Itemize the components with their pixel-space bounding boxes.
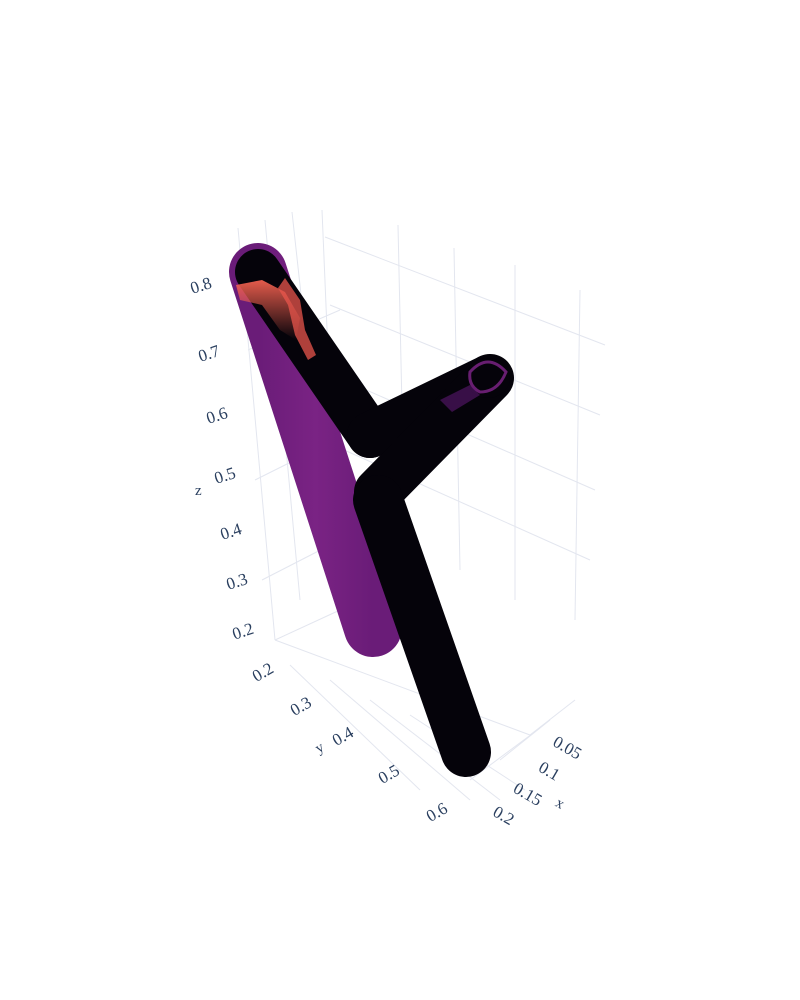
z-tick-label: 0.7 (196, 341, 223, 366)
x-tick-label: 0.1 (535, 757, 563, 784)
x-tick-label: 0.05 (550, 732, 585, 763)
z-tick-label: 0.3 (224, 569, 250, 594)
x-axis-ticks: 0.05 0.1 0.15 0.2 (490, 732, 585, 829)
y-tick-label: 0.5 (375, 761, 403, 788)
z-tick-label: 0.8 (188, 273, 214, 298)
y-tick-label: 0.6 (423, 799, 451, 826)
purple-cap (466, 358, 510, 398)
z-axis-ticks: 0.2 0.3 0.4 0.5 0.6 0.7 0.8 (188, 273, 256, 643)
x-tick-label: 0.2 (490, 802, 518, 829)
x-axis-title: x (553, 795, 568, 813)
y-tick-label: 0.2 (249, 659, 277, 686)
orange-edge (278, 278, 316, 360)
y-tick-label: 0.4 (329, 722, 357, 749)
z-tick-label: 0.2 (230, 619, 256, 644)
purple-speckle (440, 385, 480, 412)
z-tick-label: 0.5 (212, 463, 238, 488)
purple-cap-ring (468, 360, 508, 394)
y-tick-label: 0.3 (287, 693, 315, 720)
z-tick-label: 0.6 (204, 403, 230, 428)
tube-black-lower (353, 475, 491, 777)
y-axis-title: y (313, 739, 328, 757)
z-axis-title: z (195, 483, 202, 499)
data-tubes (229, 243, 514, 777)
z-tick-label: 0.4 (218, 519, 245, 544)
